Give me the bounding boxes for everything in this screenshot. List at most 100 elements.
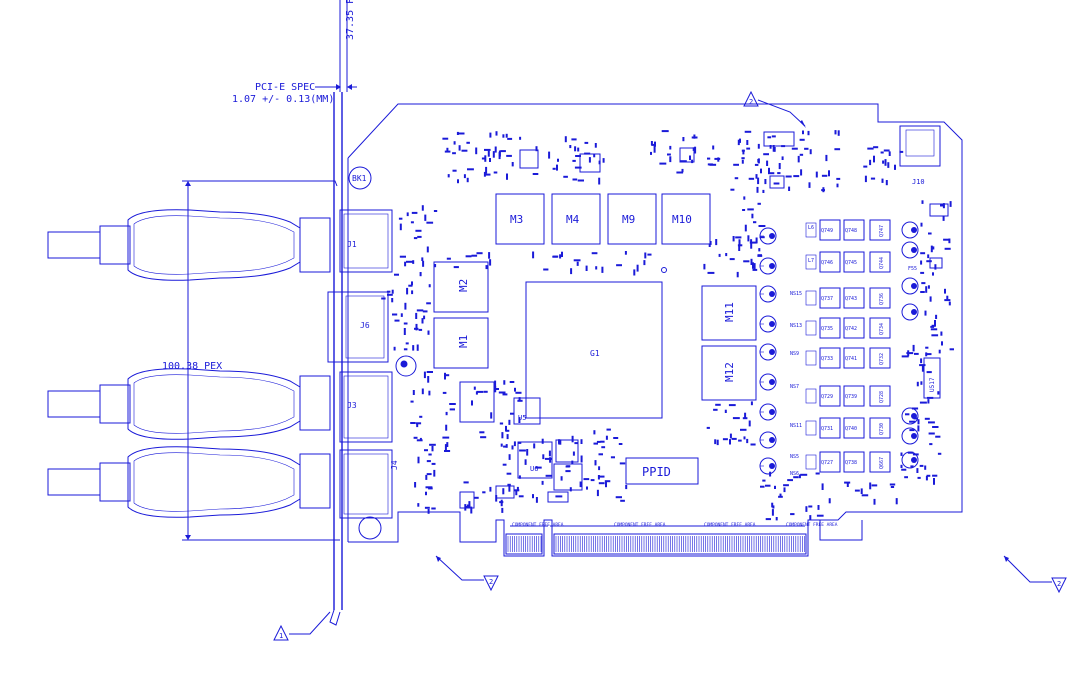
- capacitor-pole: [769, 409, 775, 415]
- smd-component: [518, 475, 521, 479]
- transistor: [869, 417, 891, 439]
- smd-component: [593, 153, 596, 158]
- smd-component: [421, 318, 424, 324]
- transistor-label: Q667: [879, 457, 885, 469]
- smd-component: [919, 401, 927, 404]
- ns-label: NS9: [790, 351, 799, 357]
- smd-component: [533, 443, 536, 449]
- ns-labels: NS15 NS13 NS9 NS7 NS11 NS5 NS6 L6 L7 F55: [790, 225, 917, 477]
- smd-component: [769, 145, 772, 149]
- smd-component: [750, 258, 753, 265]
- memory-row-top: M3 M4 M9 M10: [495, 193, 711, 245]
- smd-component: [577, 179, 584, 182]
- smd-component: [428, 487, 433, 490]
- smd-component: [463, 481, 469, 484]
- smd-component: [940, 204, 945, 207]
- smd-component: [596, 440, 601, 443]
- smd-component: [470, 506, 473, 514]
- smd-component: [772, 145, 775, 152]
- smd-component: [489, 486, 492, 492]
- smd-component: [416, 344, 419, 351]
- smd-component: [750, 443, 756, 446]
- smd-component: [916, 468, 919, 473]
- smd-component: [571, 138, 577, 141]
- transistor: [843, 287, 865, 309]
- smd-component: [564, 136, 567, 143]
- smd-component: [894, 164, 896, 170]
- smd-component: [717, 157, 720, 162]
- smd-component: [927, 396, 934, 399]
- smd-component: [541, 480, 544, 485]
- smd-component: [730, 188, 735, 191]
- smd-component: [799, 138, 805, 141]
- smd-component: [625, 485, 628, 490]
- smd-component: [944, 247, 951, 250]
- smd-component: [579, 481, 582, 488]
- smd-component: [650, 151, 652, 155]
- smd-component: [513, 441, 516, 447]
- smd-component: [942, 215, 945, 221]
- smd-component: [597, 475, 600, 480]
- smd-component: [417, 503, 420, 507]
- smd-component: [423, 371, 426, 379]
- smd-component: [447, 174, 450, 178]
- smd-component: [507, 483, 511, 486]
- smd-component: [410, 221, 414, 224]
- smd-component: [809, 149, 812, 155]
- smd-component: [557, 158, 559, 162]
- smd-component: [570, 268, 573, 275]
- capacitor-pole: [769, 349, 775, 355]
- gpu-label: G1: [590, 349, 600, 358]
- smd-component: [884, 159, 887, 166]
- smd-component: [932, 272, 934, 276]
- smd-component: [895, 498, 898, 505]
- transistor-label: Q727: [821, 460, 833, 466]
- smd-component: [422, 260, 425, 267]
- smd-component: [535, 466, 542, 469]
- smd-component: [732, 236, 735, 242]
- smd-component: [926, 353, 932, 356]
- smd-component: [753, 263, 756, 270]
- smd-component: [604, 480, 611, 483]
- smd-component: [416, 423, 419, 428]
- smd-component: [510, 412, 514, 415]
- smd-component: [591, 252, 598, 255]
- smd-component: [887, 162, 890, 168]
- top-dimension: 37.35 P PCI-E SPEC 1.07 +/- 0.13(MM): [232, 0, 357, 105]
- smd-component: [747, 235, 750, 242]
- smd-component: [506, 173, 508, 180]
- smd-component: [601, 446, 606, 449]
- transistor-label: Q732: [879, 353, 885, 365]
- free-area-label: COMPONENT FREE AREA: [614, 522, 666, 528]
- memory-m1-label: M1: [457, 335, 470, 348]
- l6-label: L6: [808, 225, 814, 231]
- smd-component: [930, 325, 935, 328]
- smd-component: [917, 425, 920, 432]
- transistor: [869, 317, 891, 339]
- smd-component: [502, 488, 505, 495]
- smd-component: [406, 287, 409, 295]
- smd-component: [732, 417, 740, 420]
- smd-component: [413, 436, 418, 439]
- svg-text:1: 1: [279, 632, 283, 640]
- ns-label: NS7: [790, 384, 799, 390]
- smd-component: [449, 403, 456, 405]
- smd-component: [600, 440, 605, 443]
- smd-component: [392, 313, 398, 316]
- smd-component: [490, 412, 493, 419]
- smd-component: [511, 445, 514, 450]
- smd-component: [909, 420, 916, 423]
- smd-component: [944, 288, 946, 294]
- transistor-label: Q739: [845, 394, 857, 400]
- ic-package: [459, 491, 475, 509]
- smd-component: [548, 450, 551, 457]
- component-free-area-labels: COMPONENT FREE AREA COMPONENT FREE AREA …: [512, 522, 838, 528]
- smd-component: [566, 465, 571, 468]
- smd-component: [461, 149, 468, 152]
- smd-component: [925, 476, 928, 481]
- smd-component: [744, 224, 747, 232]
- smd-component: [488, 252, 491, 259]
- capacitor: [901, 277, 919, 295]
- free-area-label: COMPONENT FREE AREA: [512, 522, 564, 528]
- smd-component: [464, 504, 467, 511]
